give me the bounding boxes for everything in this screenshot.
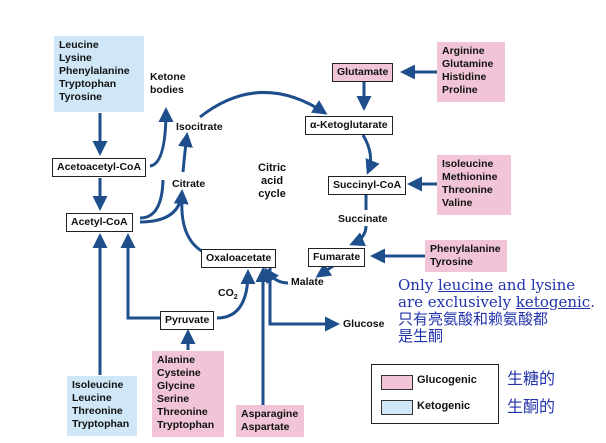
aa-group-top-left: Leucine Lysine Phenylalanine Tryptophan …: [54, 36, 144, 112]
legend-ketogenic-chinese: 生酮的: [507, 397, 556, 416]
node-pyruvate: Pyruvate: [160, 311, 215, 330]
arrow-acetylcoa-to-citrate: [139, 189, 189, 224]
node-acetoacetyl-coa: Acetoacetyl-CoA: [52, 158, 147, 177]
note-ketogenic: ketogenic: [515, 293, 591, 311]
label-citric-acid-cycle: Citric acid cycle: [258, 162, 287, 200]
arrow-fumarate-to-malate: [315, 263, 334, 278]
arrow-akg-to-succinylcoa: [361, 134, 380, 175]
legend: Glucogenic Ketogenic: [371, 364, 499, 424]
note-line-3: 只有亮氨酸和赖氨酸都: [398, 310, 549, 328]
node-glutamate: Glutamate: [332, 63, 394, 82]
note-line2-prefix: are exclusively: [398, 293, 516, 311]
node-alpha-ketoglutarate: α-Ketoglutarate: [305, 116, 393, 135]
aa-group-bottom-mid: Asparagine Aspartate: [236, 405, 304, 437]
node-succinyl-coa: Succinyl-CoA: [328, 176, 407, 195]
arrow-succinate-to-fumarate: [349, 225, 368, 247]
note-leucine: leucine: [438, 276, 494, 294]
label-ketone-bodies: Ketone bodies: [150, 71, 186, 96]
arrow-citrate-to-isocitrate: [177, 132, 193, 173]
label-succinate: Succinate: [338, 213, 388, 225]
aa-group-top-right: Arginine Glutamine Histidine Proline: [437, 42, 505, 102]
co2-base: CO: [218, 287, 234, 299]
node-acetyl-coa: Acetyl-CoA: [66, 213, 133, 232]
aa-group-lower-right: Phenylalanine Tyrosine: [425, 240, 507, 272]
arrow-isocitrate-to-akg: [199, 90, 328, 119]
legend-glucogenic-label: Glucogenic: [417, 374, 477, 386]
co2-subscript: 2: [233, 294, 238, 302]
label-malate: Malate: [291, 276, 324, 288]
arrow-oxaloacetate-to-glucose: [268, 268, 340, 332]
note-line-1: Only leucine and lysine: [398, 277, 603, 294]
legend-ketogenic-swatch: [381, 400, 413, 415]
aa-group-middle-right: Isoleucine Methionine Threonine Valine: [437, 155, 511, 215]
arrow-pyruvate-to-acetylcoa: [120, 233, 160, 320]
note-line2-suffix: .: [590, 293, 595, 311]
arrow-to-ketone-bodies: [149, 107, 174, 168]
legend-glucogenic-chinese: 生糖的: [507, 369, 556, 388]
note-line-2: are exclusively ketogenic.: [398, 294, 603, 311]
note-line-4: 是生酮: [398, 327, 444, 345]
label-co2: CO2: [218, 287, 238, 304]
label-glucose: Glucose: [343, 318, 385, 330]
arrow-acetylcoa-to-ketone: [139, 179, 165, 220]
label-isocitrate: Isocitrate: [176, 121, 223, 133]
note-line1-prefix: Only: [398, 276, 438, 294]
arrow-oxaloacetate-to-citrate: [180, 199, 206, 255]
aa-group-bottom-center: Alanine Cysteine Glycine Serine Threonin…: [152, 351, 224, 437]
legend-glucogenic-swatch: [381, 375, 413, 390]
label-citrate: Citrate: [172, 178, 206, 190]
legend-ketogenic-label: Ketogenic: [417, 400, 471, 412]
node-oxaloacetate: Oxaloacetate: [201, 249, 277, 268]
note-line1-suffix: and lysine: [493, 276, 576, 294]
ketogenic-note: Only leucine and lysine are exclusively …: [398, 277, 603, 345]
node-fumarate: Fumarate: [308, 248, 366, 267]
aa-group-bottom-left: Isoleucine Leucine Threonine Tryptophan: [67, 376, 137, 436]
arrow-pyruvate-to-oxaloacetate: [216, 269, 256, 320]
